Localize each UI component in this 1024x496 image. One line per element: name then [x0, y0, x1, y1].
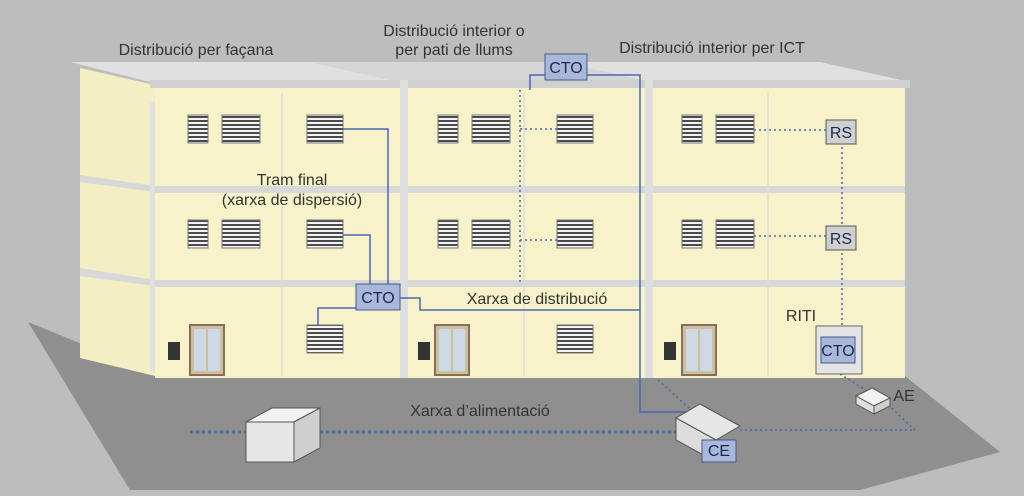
rs-upper-label: RS: [830, 125, 852, 142]
ict-distribution-label: Distribució interior per ICT: [619, 40, 805, 57]
rs-lower-box: RS: [825, 225, 857, 251]
final-section-label-line2: (xarxa de dispersió): [222, 192, 363, 209]
intercom-icon: [168, 342, 180, 360]
floor-band-lower: [155, 280, 905, 287]
section-divider: [400, 80, 408, 378]
rs-upper-box: RS: [825, 119, 857, 145]
solid-cables: [317, 74, 690, 413]
ae-label: AE: [893, 388, 914, 405]
facade-wall: [155, 88, 905, 378]
intercom-icon: [418, 342, 430, 360]
windows: [187, 114, 755, 354]
entrance-door: [434, 324, 470, 376]
roof: [70, 62, 910, 88]
distribution-network-label: Xarxa de distribució: [467, 291, 608, 308]
interior-distribution-label-line1: Distribució interior o: [383, 23, 524, 40]
entrance-door: [681, 324, 717, 376]
ce-box: CE: [674, 403, 742, 463]
wall-lines: [281, 93, 769, 376]
entrance-door: [189, 324, 225, 376]
riti-cabinet: CTO: [815, 325, 863, 375]
facade-distribution-label: Distribució per façana: [119, 42, 274, 59]
floor-band-upper: [155, 186, 905, 193]
final-section-label-line1: Tram final: [257, 172, 328, 189]
cto-top-label: CTO: [549, 60, 582, 77]
intercom-icon: [664, 342, 676, 360]
section-divider: [645, 80, 653, 378]
rs-lower-label: RS: [830, 231, 852, 248]
cto-top-box: CTO: [544, 53, 588, 81]
cto-mid-box: CTO: [355, 283, 401, 311]
cto-mid-label: CTO: [361, 290, 394, 307]
riti-label: RITI: [786, 308, 816, 325]
doors: [168, 324, 717, 376]
feed-network-label: Xarxa d’alimentació: [410, 403, 550, 420]
ce-label: CE: [708, 443, 730, 460]
interior-distribution-label-line2: per pati de llums: [395, 42, 512, 59]
ae-box: [854, 387, 892, 415]
cto-riti-label: CTO: [821, 343, 854, 360]
building-left-wall: [80, 68, 158, 376]
manhole-box: [245, 407, 321, 463]
dotted-cables: [190, 90, 916, 434]
